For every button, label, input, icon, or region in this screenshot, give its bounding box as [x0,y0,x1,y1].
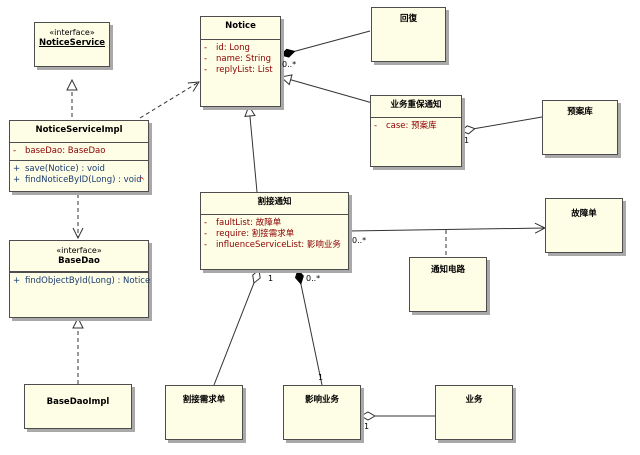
attributes-section: - case: 预案库 [371,117,461,135]
multiplicity-maint-request: 1 [268,274,274,283]
class-name: NoticeService [38,38,106,48]
composition-notice-reply [280,30,371,58]
dependency-impl-notice [139,82,199,119]
class-name: 通知电路 [430,265,465,275]
class-base-dao[interactable]: «interface» BaseDao + findObjectById(Lon… [9,240,151,318]
attribute-row: - faultList: 故障单 [204,218,282,228]
class-plan-library[interactable]: 预案库 [542,100,618,155]
class-name: 故障单 [571,209,597,219]
class-notice-service-impl[interactable]: NoticeServiceImpl - baseDao: BaseDao + s… [9,120,149,192]
multiplicity-maint-affected-dst: 1 [318,373,324,382]
generalization-maint-notice [249,106,258,193]
operations-section: + findObjectById(Long) : Notice [10,272,151,290]
class-notice-service[interactable]: «interface» NoticeService [34,22,110,67]
class-name: 割接通知 [257,197,292,207]
aggregation-maint-request [213,269,261,386]
class-notify-phone[interactable]: 通知电路 [409,257,487,312]
class-name: 预案库 [567,107,593,117]
class-name: 回復 [399,14,417,24]
composition-maint-affected [294,269,323,386]
note-mark: ^ [138,176,145,185]
attribute-row: - case: 预案库 [374,121,437,131]
class-fault-ticket[interactable]: 故障单 [545,198,623,253]
operations-section: + save(Notice) : void + findNoticeByID(L… [10,160,148,189]
attributes-section: - baseDao: BaseDao [10,142,148,160]
class-business-report[interactable]: 业务重保通知 - case: 预案库 [370,95,462,167]
attributes-section: - id: Long - name: String - replyList: L… [201,39,280,79]
class-affected-business[interactable]: 影响业务 [283,385,361,440]
operation-row: + findNoticeByID(Long) : void [13,175,142,185]
multiplicity-maint-affected-src: 0..* [306,274,321,283]
class-name: NoticeServiceImpl [35,125,123,135]
class-name: 割接需求单 [182,395,226,405]
class-maintenance-request[interactable]: 割接需求单 [165,385,243,440]
class-maintenance-notice[interactable]: 割接通知 - faultList: 故障单 - require: 割接需求单 -… [200,192,349,270]
class-name: Notice [225,21,256,31]
multiplicity-report-plan: 1 [464,136,470,145]
class-name: BaseDao [58,256,100,266]
attribute-row: - require: 割接需求单 [204,229,295,239]
class-base-dao-impl[interactable]: BaseDaoImpl [24,384,132,429]
stereotype-label: «interface» [49,28,95,37]
multiplicity-affected-business: 1 [364,422,370,431]
attribute-row: - name: String [204,54,272,64]
attribute-row: - baseDao: BaseDao [13,146,106,156]
attributes-section [10,271,148,272]
aggregation-report-plan [460,116,543,135]
multiplicity-notice-reply: 0..* [282,60,297,69]
attributes-section: - faultList: 故障单 - require: 割接需求单 - infl… [201,214,348,254]
stereotype-label: «interface» [56,246,102,255]
multiplicity-maint-fault: 0..* [352,236,367,245]
attribute-row: - replyList: List [204,65,273,75]
class-notice[interactable]: Notice - id: Long - name: String - reply… [200,16,281,107]
operation-row: + save(Notice) : void [13,164,105,174]
class-name: 影响业务 [304,395,339,405]
class-name: 业务 [465,395,483,405]
attribute-row: - id: Long [204,43,250,53]
operation-row: + findObjectById(Long) : Notice [13,276,151,286]
class-business[interactable]: 业务 [435,385,513,440]
class-name: 业务重保通知 [390,100,442,110]
class-reply[interactable]: 回復 [371,7,446,62]
attribute-row: - influenceServiceList: 影响业务 [204,240,341,250]
association-maint-fault [348,228,545,231]
class-name: BaseDaoImpl [46,397,110,407]
generalization-report-notice [281,77,377,105]
